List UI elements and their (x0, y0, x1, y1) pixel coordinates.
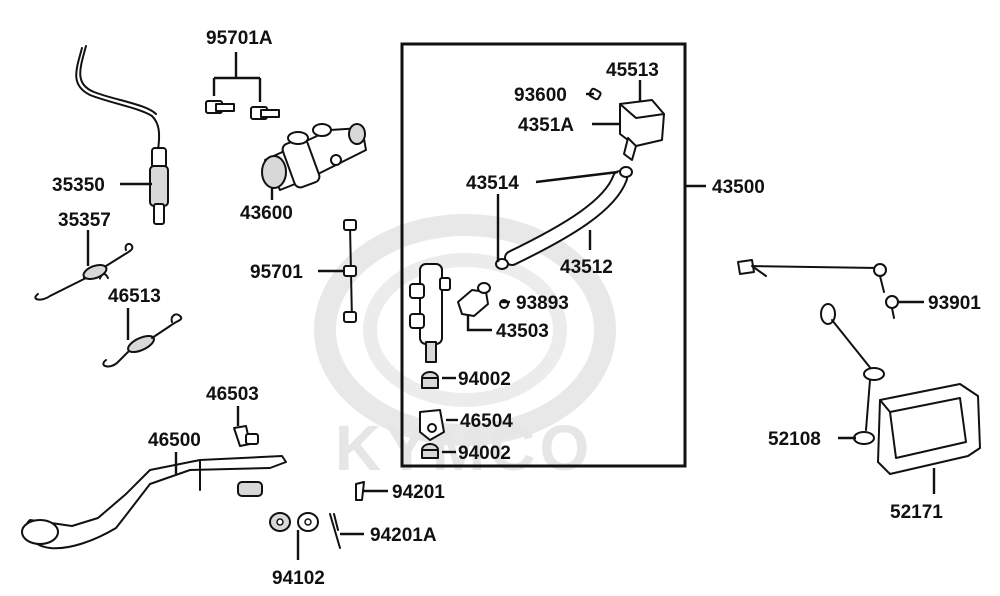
label-46513: 46513 (108, 286, 161, 307)
part-master-cylinder[interactable] (409, 263, 451, 363)
label-35350: 35350 (52, 175, 105, 196)
part-95701A-bolts[interactable] (205, 100, 280, 120)
part-labels: 95701A 35350 43600 35357 95701 46513 465… (52, 28, 981, 589)
part-94002-nut-upper[interactable] (421, 371, 439, 389)
label-93893: 93893 (516, 293, 569, 314)
label-94102: 94102 (272, 568, 325, 589)
part-46513-spring[interactable] (102, 313, 183, 368)
label-46503: 46503 (206, 384, 259, 405)
label-46504: 46504 (460, 411, 513, 432)
label-94002-lower: 94002 (458, 443, 511, 464)
part-43503-fitting[interactable] (457, 282, 491, 317)
label-52108: 52108 (768, 429, 821, 450)
label-43500: 43500 (712, 177, 765, 198)
label-43600: 43600 (240, 203, 293, 224)
watermark-logo: KYMCO (314, 214, 616, 484)
part-94201-pin[interactable] (355, 481, 365, 501)
label-52171: 52171 (890, 502, 943, 523)
part-43600-valve[interactable] (261, 123, 367, 191)
part-35357-spring[interactable] (34, 242, 134, 301)
watermark-text: KYMCO (335, 412, 593, 484)
part-94201A-pin[interactable] (329, 513, 341, 549)
label-94002-upper: 94002 (458, 369, 511, 390)
label-95701A: 95701A (206, 28, 273, 49)
part-93600-screw[interactable] (588, 87, 602, 101)
label-43514: 43514 (466, 173, 519, 194)
part-93901-rod[interactable] (737, 259, 899, 319)
assembly-box-43500 (400, 42, 687, 468)
part-52171-bracket[interactable] (877, 383, 981, 475)
part-43512-hose[interactable] (495, 166, 633, 270)
label-94201A: 94201A (370, 525, 437, 546)
label-43512: 43512 (560, 257, 613, 278)
label-4351A: 4351A (518, 115, 574, 136)
label-43503: 43503 (496, 321, 549, 342)
part-52108-link[interactable] (820, 303, 885, 445)
part-46504-clevis[interactable] (419, 409, 445, 441)
part-94002-nut-lower[interactable] (421, 443, 439, 459)
part-95701-bolts[interactable] (343, 219, 357, 323)
label-45513: 45513 (606, 60, 659, 81)
part-46500-brake-pedal[interactable] (21, 455, 287, 550)
part-45513-reservoir[interactable] (619, 99, 665, 161)
part-46503-clip[interactable] (233, 425, 259, 447)
label-46500: 46500 (148, 430, 201, 451)
label-93600: 93600 (514, 85, 567, 106)
label-94201: 94201 (392, 482, 445, 503)
leader-lines (86, 52, 936, 560)
label-93901: 93901 (928, 293, 981, 314)
part-94102-washers[interactable] (269, 512, 319, 532)
part-35350-brake-switch[interactable] (75, 45, 169, 225)
label-35357: 35357 (58, 210, 111, 231)
label-95701: 95701 (250, 262, 303, 283)
